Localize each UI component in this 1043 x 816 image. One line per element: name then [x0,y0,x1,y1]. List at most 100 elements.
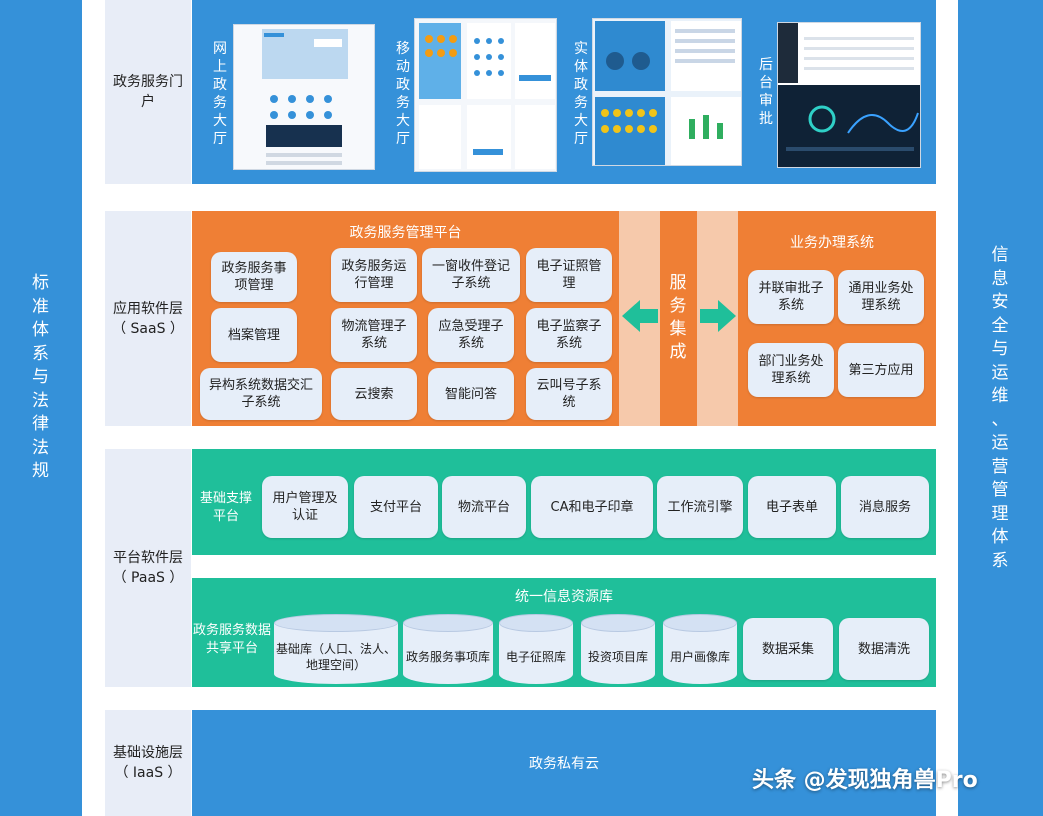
web-hall-thumbnail-icon [234,25,374,169]
backend-approval-screenshot [777,22,921,168]
db-base-library: 基础库（人口、法人、地理空间） [274,614,398,684]
physical-hall-screenshot [592,18,742,166]
card-e-license-management: 电子证照管理 [526,248,612,302]
arrow-right-icon [700,300,736,332]
char: 体 [32,320,50,340]
saas-layer-label: 应用软件层 （ SaaS ） [105,211,191,426]
card-ca-e-seal: CA和电子印章 [531,476,653,538]
card-data-collection: 数据采集 [743,618,833,680]
card-parallel-approval: 并联审批子系统 [748,270,834,324]
card-payment-platform: 支付平台 [354,476,438,538]
paas-layer-label: 平台软件层 （ PaaS ） [105,449,191,687]
card-workflow-engine: 工作流引擎 [657,476,743,538]
char: 维 [991,386,1010,406]
standards-law-sidebar: 标准体系与法律法规 [0,0,82,816]
card-service-operation-management: 政务服务运行管理 [331,248,417,302]
char: 审 [759,93,773,109]
card-department-business: 部门业务处理系统 [748,343,834,397]
private-cloud-band [192,710,936,816]
portal-item-backend-approval: 后台审批 [756,56,776,128]
private-cloud-label: 政务私有云 [529,756,599,772]
char: 与 [991,339,1010,359]
service-integration-band [660,211,697,426]
card-user-auth: 用户管理及认证 [262,476,348,538]
db-service-items: 政务服务事项库 [403,614,493,684]
char: 营 [991,456,1010,477]
char: 运 [991,362,1010,383]
char: 务 [396,95,410,111]
char: 体 [574,59,588,75]
char: 移 [396,41,410,57]
char: 大 [213,113,227,129]
card-emergency-intake: 应急受理子系统 [428,308,514,362]
char: 台 [759,75,773,91]
char: 动 [396,59,410,75]
char: 网 [213,41,227,57]
char: 律 [32,414,50,434]
web-hall-screenshot [233,24,375,170]
char: 实 [574,41,588,57]
char: 后 [759,57,773,73]
char: 全 [991,315,1010,336]
standards-law-label: 标准体系与法律法规 [0,272,82,484]
char: 政 [574,77,588,93]
char: 政 [396,77,410,93]
security-ops-label: 信息安全与运维、运营管理体系 [958,244,1043,573]
data-share-platform-title: 政务服务数据共享平台 [192,623,271,656]
char: 服 [669,273,687,293]
char: 厅 [574,131,588,147]
card-e-form: 电子表单 [748,476,836,538]
char: 大 [574,113,588,129]
char: 信 [991,245,1010,265]
business-system-title: 业务办理系统 [790,235,874,251]
char: 息 [991,268,1010,289]
card-general-business: 通用业务处理系统 [838,270,924,324]
char: 标 [32,273,50,293]
iaas-layer-label: 基础设施层 （ IaaS ） [105,710,191,816]
char: 务 [669,296,687,316]
governance-platform-title: 政务服务管理平台 [349,225,462,241]
portal-item-web-hall: 网上政务大厅 [210,40,230,148]
char: 成 [669,342,687,362]
backend-approval-thumbnail-icon [778,23,920,167]
char: 系 [32,343,50,364]
portal-item-mobile-hall: 移动政务大厅 [393,40,413,148]
db-user-profile: 用户画像库 [663,614,737,684]
char: 务 [213,95,227,111]
card-cloud-search: 云搜索 [331,368,417,420]
char: 大 [396,113,410,129]
char: 体 [991,527,1010,547]
char: 上 [213,59,227,75]
char: 批 [759,111,773,127]
card-single-window-intake: 一窗收件登记子系统 [422,248,520,302]
char: 法 [32,390,50,411]
char: 运 [991,433,1010,453]
char: 、 [991,409,1010,430]
char: 理 [991,503,1010,524]
card-logistics-platform: 物流平台 [442,476,526,538]
portal-layer-label: 政务服务门户 [105,0,191,184]
arrow-left-icon [622,300,658,332]
card-third-party-app: 第三方应用 [838,343,924,397]
card-heterogeneous-data-exchange: 异构系统数据交汇子系统 [200,368,322,420]
card-service-item-management: 政务服务事项管理 [211,252,297,302]
char: 规 [32,461,50,481]
card-logistics-management: 物流管理子系统 [331,308,417,362]
portal-item-physical-hall: 实体政务大厅 [571,40,591,148]
db-investment-projects: 投资项目库 [581,614,655,684]
char: 准 [32,296,50,317]
service-integration-label: 服务集成 [668,272,688,364]
support-platform-title: 基础支撑平台 [199,491,252,524]
db-e-license: 电子征照库 [499,614,573,684]
card-cloud-queue: 云叫号子系统 [526,368,612,420]
mobile-hall-thumbnail-icon [415,19,556,171]
mobile-hall-screenshot [414,18,557,172]
resource-db-title: 统一信息资源库 [515,589,613,605]
char: 法 [32,437,50,458]
char: 集 [669,319,687,339]
char: 政 [213,77,227,93]
watermark: 头条 @发现独角兽Pro [752,768,978,793]
card-message-service: 消息服务 [841,476,929,538]
physical-hall-thumbnail-icon [593,19,741,165]
card-e-supervision: 电子监察子系统 [526,308,612,362]
